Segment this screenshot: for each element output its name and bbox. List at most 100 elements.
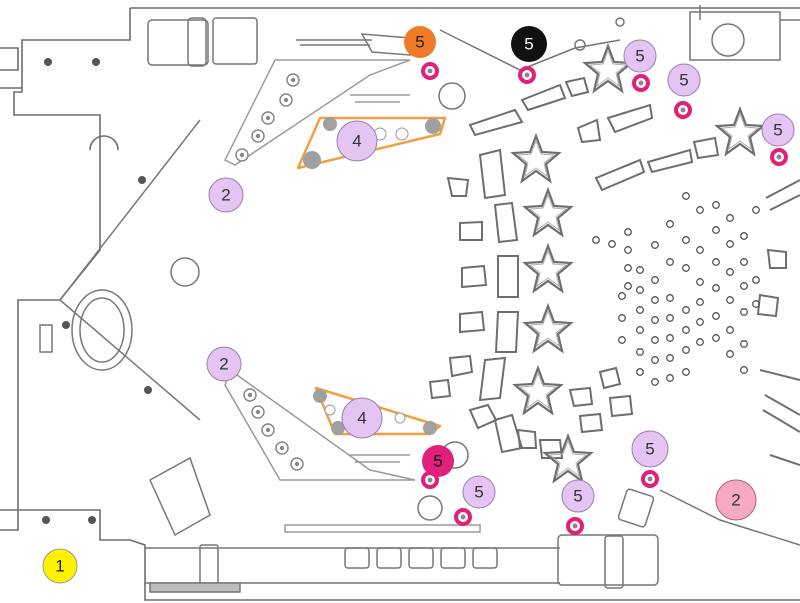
hole-dot <box>682 326 690 334</box>
hole-dot <box>696 278 704 286</box>
hole-dot <box>666 258 674 266</box>
hole-dot <box>726 326 734 334</box>
hole-dot <box>636 286 644 294</box>
badge-5-right: 5 <box>761 113 795 147</box>
hole-dot <box>740 232 748 240</box>
dot-field <box>592 192 760 386</box>
badge-5-bottom-a: 5 <box>462 475 496 509</box>
hole-dot <box>712 226 720 234</box>
hole-dot <box>651 336 659 344</box>
stars <box>511 44 765 483</box>
hole-dot <box>726 240 734 248</box>
badge-1: 1 <box>42 548 78 584</box>
cabinet-outline <box>0 7 800 601</box>
hole-dot <box>666 220 674 228</box>
hole-dot <box>740 340 748 348</box>
lower-left-lane <box>224 368 481 533</box>
hole-dot <box>696 246 704 254</box>
hole-dot <box>651 378 659 386</box>
hole-dot <box>726 268 734 276</box>
badge-4-upper: 4 <box>336 120 378 162</box>
lane-guides <box>428 76 800 466</box>
badge-2-upper-left: 2 <box>208 177 244 213</box>
badge-5-magenta: 5 <box>422 445 454 477</box>
badge-2-right: 2 <box>715 479 757 521</box>
hole-dot <box>636 326 644 334</box>
left-features <box>39 119 469 537</box>
svg-text:2: 2 <box>219 355 228 374</box>
badge-2-lower-left: 2 <box>206 346 242 382</box>
upper-left-lane <box>223 59 411 166</box>
hole-dot <box>696 318 704 326</box>
hole-dot <box>696 338 704 346</box>
hole-dot <box>618 292 626 300</box>
hole-dot <box>636 266 644 274</box>
svg-text:5: 5 <box>415 33 424 52</box>
hole-dot <box>712 334 720 342</box>
hole-dot <box>712 312 720 320</box>
svg-text:5: 5 <box>573 487 582 506</box>
hole-dot <box>592 236 600 244</box>
svg-text:5: 5 <box>679 71 688 90</box>
hole-dot <box>712 201 720 209</box>
svg-text:1: 1 <box>55 557 64 576</box>
svg-text:5: 5 <box>773 121 782 140</box>
badge-5-top-a: 5 <box>623 39 657 73</box>
svg-text:5: 5 <box>635 47 644 66</box>
badge-5-orange: 5 <box>404 26 436 58</box>
badge-5-top-b: 5 <box>667 63 701 97</box>
hole-dot <box>618 336 626 344</box>
hole-dot <box>752 276 760 284</box>
hole-dot <box>624 228 632 236</box>
hole-dot <box>651 356 659 364</box>
hole-dot <box>682 346 690 354</box>
hole-dot <box>726 214 734 222</box>
hole-dot <box>712 258 720 266</box>
hole-dot <box>740 308 748 316</box>
hole-dot <box>696 206 704 214</box>
hole-dot <box>712 284 720 292</box>
badge-5-bottom-c: 5 <box>631 430 669 468</box>
hole-dot <box>682 264 690 272</box>
badge-5-black: 5 <box>511 26 547 62</box>
svg-text:5: 5 <box>524 35 533 54</box>
bottom-apron <box>145 488 800 593</box>
hole-dot <box>682 306 690 314</box>
hole-dot <box>740 366 748 374</box>
badge-5-bottom-b: 5 <box>561 479 595 513</box>
svg-text:4: 4 <box>352 132 361 151</box>
lower-triangle <box>313 386 442 436</box>
svg-text:4: 4 <box>357 409 366 428</box>
hole-dot <box>666 314 674 322</box>
hole-dot <box>608 240 616 248</box>
hole-dot <box>636 368 644 376</box>
hole-dot <box>651 276 659 284</box>
badge-layer: 1 2 2 2 4 4 5 5 <box>42 26 795 584</box>
hole-dot <box>651 241 659 249</box>
hole-dot <box>740 258 748 266</box>
hole-dot <box>666 294 674 302</box>
top-features <box>147 5 800 110</box>
hole-dot <box>666 334 674 342</box>
hole-dot <box>682 236 690 244</box>
hole-dot <box>740 282 748 290</box>
hole-dot <box>651 296 659 304</box>
hole-dot <box>666 354 674 362</box>
hole-dot <box>624 282 632 290</box>
hole-dot <box>666 374 674 382</box>
svg-text:5: 5 <box>433 452 442 471</box>
hole-dot <box>651 316 659 324</box>
hole-dot <box>682 368 690 376</box>
hole-dot <box>682 192 690 200</box>
hole-dot <box>752 300 760 308</box>
svg-text:5: 5 <box>645 440 654 459</box>
hole-dot <box>726 350 734 358</box>
hole-dot <box>726 296 734 304</box>
svg-text:2: 2 <box>221 186 230 205</box>
hole-dot <box>696 298 704 306</box>
svg-text:5: 5 <box>474 483 483 502</box>
svg-text:2: 2 <box>731 491 740 510</box>
left-hex-nuts <box>42 58 152 524</box>
